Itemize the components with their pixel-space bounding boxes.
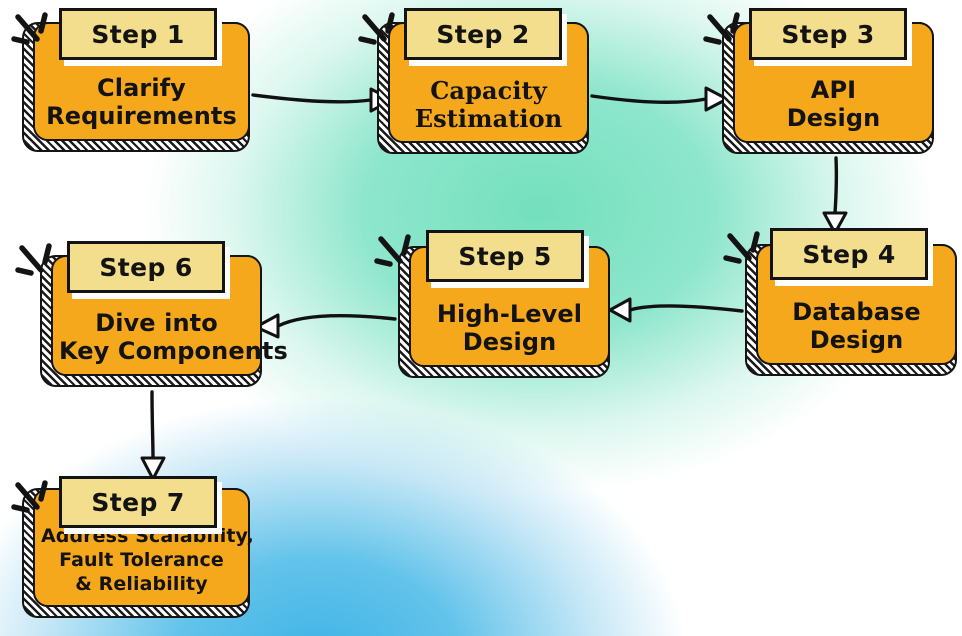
card-text-line: Design	[462, 328, 557, 357]
step-tab-label-step-3: Step 3	[781, 19, 875, 49]
step-tab-step-6[interactable]: Step 6	[67, 241, 225, 293]
step-tab-step-4[interactable]: Step 4	[770, 228, 928, 280]
step-tab-step-3[interactable]: Step 3	[749, 8, 907, 60]
step-tab-step-5[interactable]: Step 5	[426, 230, 584, 282]
card-text-line: API	[810, 76, 857, 105]
card-text-line: Design	[786, 104, 881, 133]
card-text-line: Capacity	[430, 76, 547, 106]
card-text-line: Clarify	[97, 74, 186, 103]
step-tab-step-7[interactable]: Step 7	[59, 476, 217, 528]
step-tab-step-2[interactable]: Step 2	[404, 8, 562, 60]
card-text-line: Estimation	[414, 104, 563, 134]
card-text-line: Database	[792, 298, 921, 327]
step-tab-label-step-6: Step 6	[99, 252, 193, 282]
step-tab-label-step-4: Step 4	[802, 239, 896, 269]
card-text-line: High-Level	[436, 300, 583, 329]
step-tab-step-1[interactable]: Step 1	[59, 8, 217, 60]
step-tab-label-step-1: Step 1	[91, 19, 185, 49]
card-text-line: Key Components	[59, 337, 288, 366]
card-text-line: & Reliability	[75, 573, 208, 596]
card-text-line: Requirements	[46, 102, 237, 131]
step-tab-label-step-5: Step 5	[458, 241, 552, 271]
card-text-line: Design	[809, 326, 904, 355]
card-text-line: Address Scalability,	[41, 525, 254, 548]
step-tab-label-step-7: Step 7	[91, 487, 185, 517]
card-text-line: Fault Tolerance	[59, 549, 224, 572]
step-tab-label-step-2: Step 2	[436, 19, 530, 49]
card-text-line: Dive into	[95, 309, 218, 338]
card-body-text-step-7: Address Scalability,Fault Tolerance& Rel…	[35, 525, 254, 597]
